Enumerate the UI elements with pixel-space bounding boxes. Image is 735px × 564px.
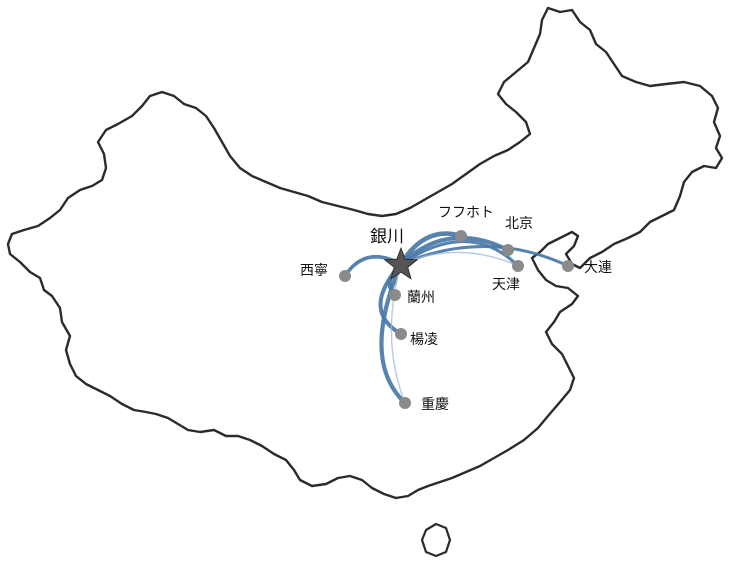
route-huhehaote	[398, 231, 464, 267]
city-label-chongqing: 重慶	[421, 397, 449, 413]
china-outline	[6, 6, 724, 500]
route-chongqing	[379, 261, 408, 406]
city-label-tianjin: 天津	[492, 277, 520, 293]
city-dot-lanzhou	[389, 289, 401, 301]
city-dot-yangling	[395, 328, 407, 340]
city-label-xining: 西寧	[300, 262, 328, 279]
city-dot-dalian	[562, 260, 574, 272]
route-beijing	[399, 235, 510, 266]
city-dot-huhehaote	[455, 230, 467, 242]
city-dot-beijing	[502, 244, 514, 256]
city-dot-xining	[339, 270, 351, 282]
city-label-huhehaote: フフホト	[438, 205, 494, 221]
city-dot-chongqing	[399, 397, 411, 409]
city-label-dalian: 大連	[584, 260, 612, 276]
hub-star-icon	[383, 246, 419, 280]
city-dot-tianjin	[512, 260, 524, 272]
route-tianjin	[399, 239, 520, 268]
route-chongqing-secondary	[390, 263, 406, 404]
hub-label: 銀川	[370, 227, 404, 247]
hainan-outline	[420, 522, 452, 558]
city-dots	[339, 230, 574, 409]
city-label-lanzhou: 蘭州	[407, 290, 435, 306]
city-label-beijing: 北京	[505, 216, 533, 232]
city-label-yangling: 楊凌	[410, 331, 438, 348]
